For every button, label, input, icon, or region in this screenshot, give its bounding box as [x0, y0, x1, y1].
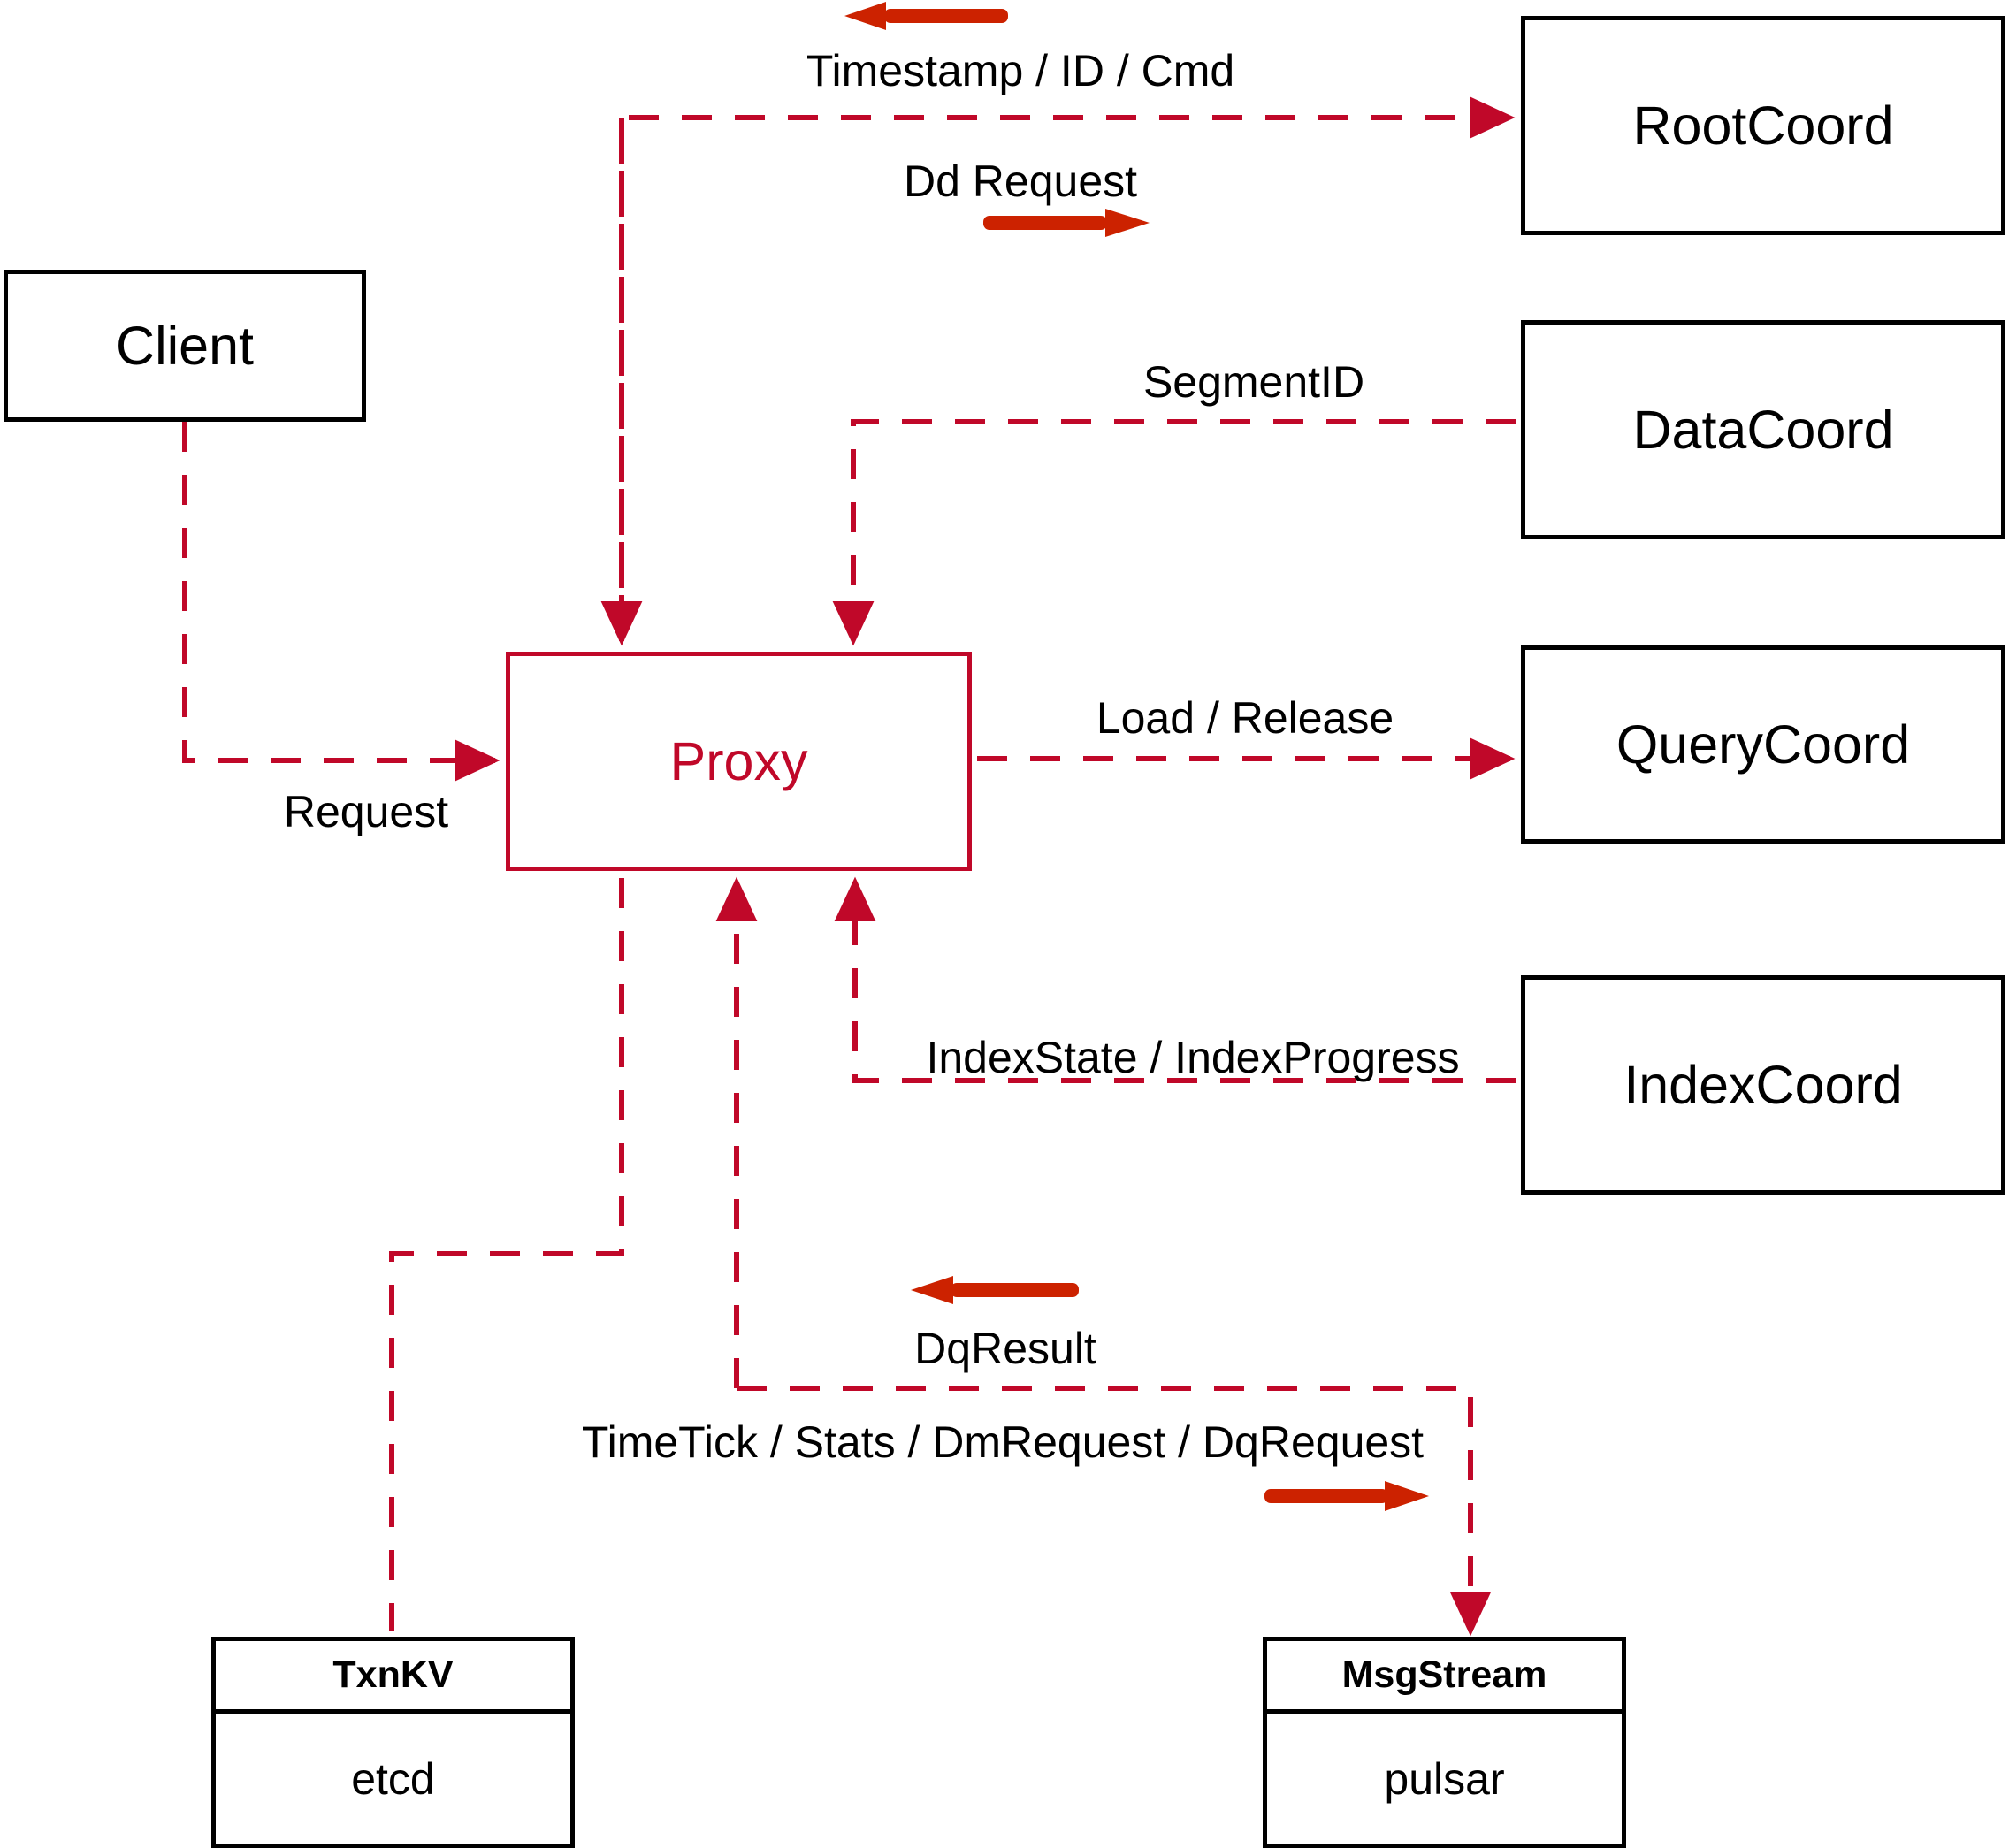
node-rootcoord-label: RootCoord — [1632, 95, 1894, 156]
node-proxy-label: Proxy — [669, 730, 808, 791]
edge-proxy-to-txnkv — [389, 878, 624, 1631]
timestamp-direction-arrow — [844, 2, 1008, 30]
edge-datacoord-to-proxy — [832, 419, 1516, 646]
node-txnkv-header: TxnKV — [216, 1641, 570, 1714]
node-client-label: Client — [116, 315, 254, 376]
node-querycoord[interactable]: QueryCoord — [1521, 645, 2005, 844]
edge-proxy-to-rootcoord — [619, 96, 1516, 641]
node-client[interactable]: Client — [4, 270, 366, 422]
edge-label-dq-result: DqResult — [914, 1324, 1096, 1373]
node-msgstream[interactable]: MsgStream pulsar — [1263, 1637, 1626, 1848]
node-indexcoord-label: IndexCoord — [1623, 1054, 1903, 1115]
edge-client-to-proxy — [182, 422, 500, 782]
edge-label-load-release: Load / Release — [1096, 693, 1394, 743]
edge-label-timestamp-id-cmd: Timestamp / ID / Cmd — [806, 46, 1235, 95]
node-datacoord-label: DataCoord — [1632, 399, 1894, 460]
node-datacoord[interactable]: DataCoord — [1521, 320, 2005, 539]
node-msgstream-body-label: pulsar — [1384, 1753, 1505, 1804]
node-proxy[interactable]: Proxy — [506, 652, 972, 871]
edge-label-request: Request — [283, 787, 449, 836]
dd-request-direction-arrow — [983, 209, 1150, 237]
node-rootcoord[interactable]: RootCoord — [1521, 16, 2005, 235]
node-txnkv-body: etcd — [216, 1714, 570, 1844]
dq-request-direction-arrow — [1264, 1481, 1429, 1511]
edge-label-segment-id: SegmentID — [1142, 357, 1365, 407]
node-msgstream-body: pulsar — [1267, 1714, 1622, 1844]
edge-label-timetick-stats: TimeTick / Stats / DmRequest / DqRequest — [581, 1417, 1425, 1467]
node-msgstream-header-label: MsgStream — [1341, 1653, 1547, 1696]
node-querycoord-label: QueryCoord — [1616, 714, 1911, 775]
node-indexcoord[interactable]: IndexCoord — [1521, 975, 2005, 1195]
dq-result-direction-arrow — [911, 1276, 1079, 1304]
edge-label-index-state-progress: IndexState / IndexProgress — [926, 1033, 1460, 1082]
edge-label-dd-request: Dd Request — [903, 157, 1138, 206]
node-msgstream-header: MsgStream — [1267, 1641, 1622, 1714]
node-txnkv-header-label: TxnKV — [332, 1653, 454, 1696]
node-txnkv-body-label: etcd — [351, 1753, 435, 1804]
edge-indexcoord-to-proxy — [834, 876, 1516, 1083]
node-txnkv[interactable]: TxnKV etcd — [211, 1637, 575, 1848]
